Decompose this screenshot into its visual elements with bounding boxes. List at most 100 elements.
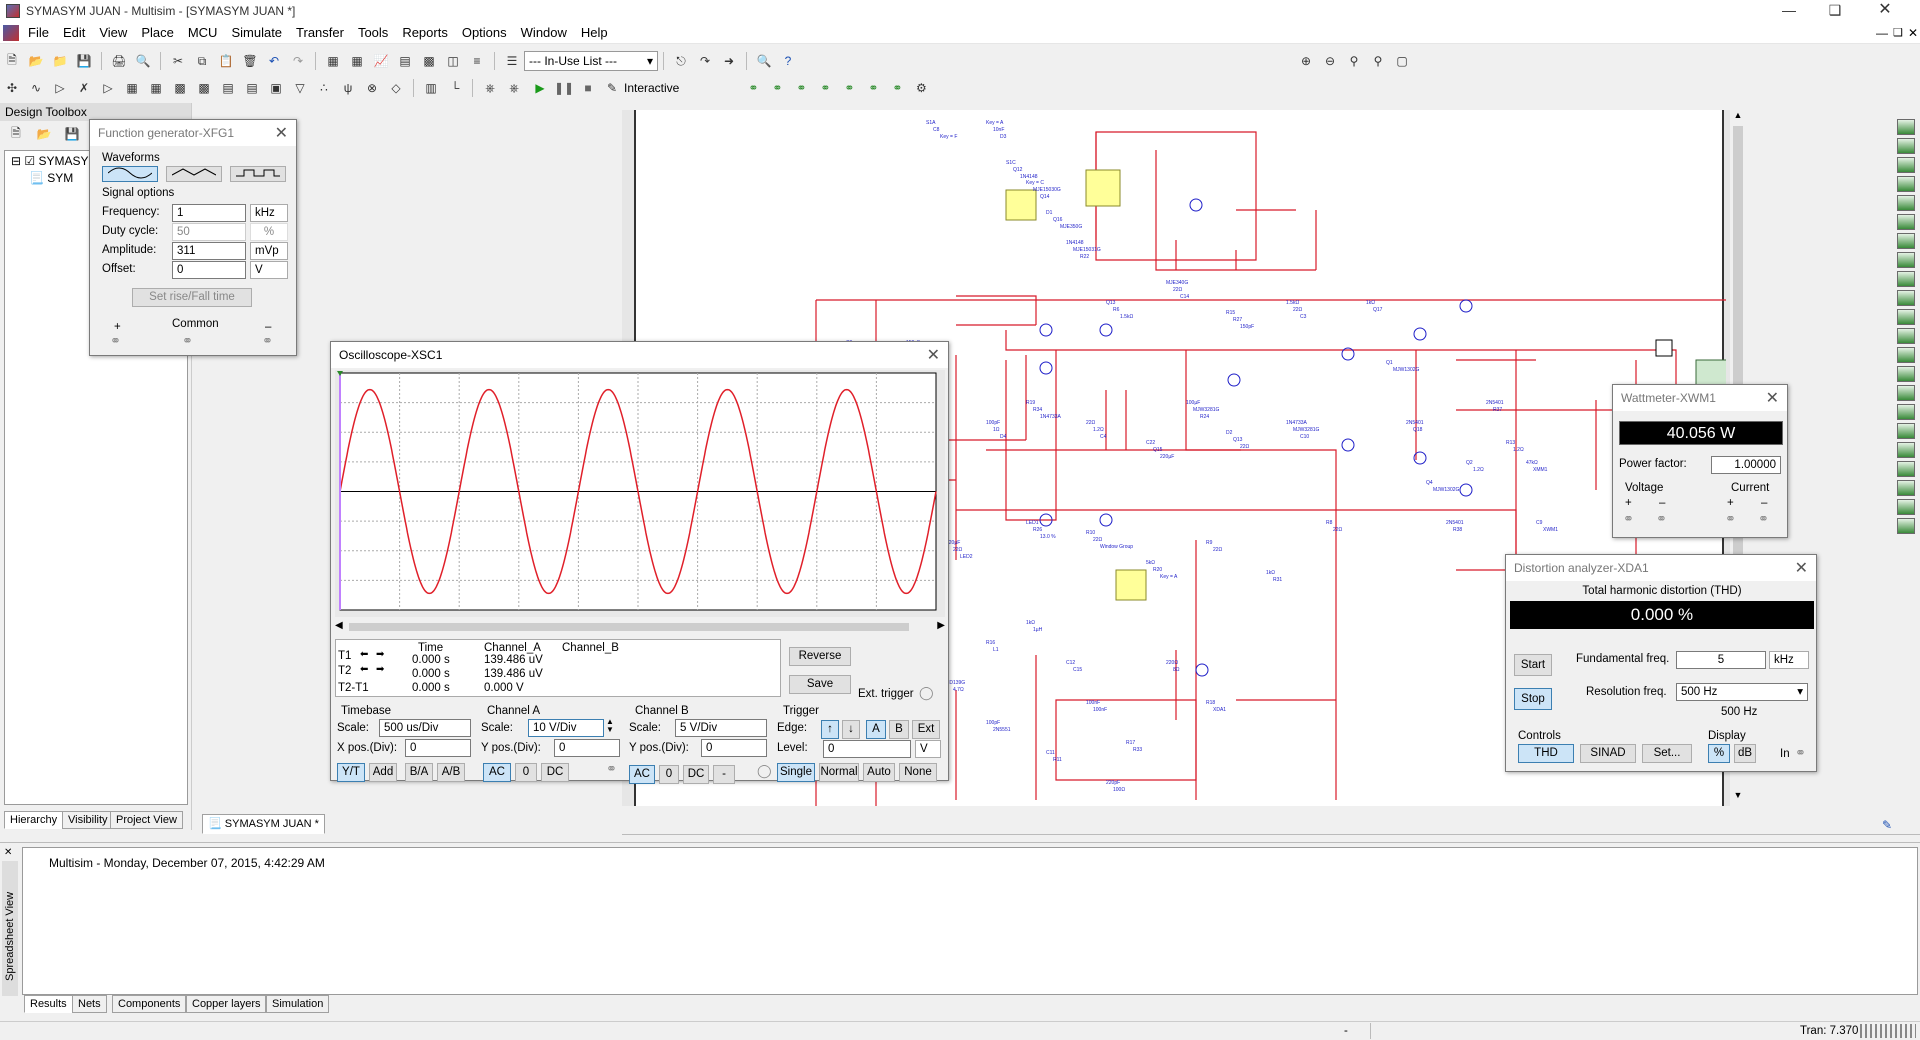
word-generator-icon[interactable] [1897, 252, 1915, 268]
set-rise-fall-button[interactable]: Set rise/Fall time [132, 288, 252, 307]
zoom-in-icon[interactable]: ⊕ [1300, 54, 1312, 68]
network-analyzer-icon[interactable] [1897, 366, 1915, 382]
diode-icon[interactable]: ▷ [55, 81, 65, 95]
measurement-probe-icon[interactable] [1897, 518, 1915, 534]
probe-settings-icon[interactable]: ⎈ [509, 80, 519, 95]
sinad-button[interactable]: SINAD [1580, 744, 1636, 763]
channel-a-scale-input[interactable]: 10 V/Div [528, 719, 604, 737]
mixed-icon[interactable]: ▤ [246, 81, 258, 95]
function-generator-titlebar[interactable]: Function generator-XFG1 ✕ [90, 120, 296, 146]
thd-button[interactable]: THD [1518, 744, 1574, 763]
wattmeter-titlebar[interactable]: Wattmeter-XWM1 ✕ [1613, 385, 1787, 411]
component-wizard-icon[interactable]: ▩ [423, 54, 435, 68]
elvis-icon[interactable] [1897, 499, 1915, 515]
timebase-scale-input[interactable]: 500 us/Div [379, 719, 471, 737]
save-design-icon[interactable]: 💾 [64, 127, 80, 141]
channel-b-zero-button[interactable]: 0 [659, 765, 679, 784]
channel-b-minus-button[interactable]: - [713, 765, 735, 784]
voltage-plus-terminal-icon[interactable]: ⚭ [1623, 511, 1634, 526]
channel-a-ypos-input[interactable]: 0 [554, 739, 620, 757]
add-button[interactable]: Add [369, 763, 397, 782]
fundamental-freq-unit[interactable]: kHz [1769, 651, 1809, 669]
grapher-icon[interactable]: 📈 [373, 54, 389, 68]
in-use-list-select[interactable]: --- In-Use List ---▾ [524, 51, 658, 71]
probe-extra-icon[interactable]: ⚭ [892, 81, 903, 95]
channel-b-terminal-icon[interactable]: ◯ [757, 763, 772, 778]
close-icon[interactable]: ✕ [1794, 560, 1808, 577]
duty-cycle-input[interactable]: 50 [172, 223, 246, 241]
normal-button[interactable]: Normal [819, 763, 859, 782]
labview-icon[interactable] [1897, 461, 1915, 477]
agilent-oscilloscope-icon[interactable] [1897, 423, 1915, 439]
scroll-left-icon[interactable]: ◀ [335, 620, 343, 631]
electromechanical-icon[interactable]: ⊗ [366, 81, 378, 95]
database-icon[interactable]: ◫ [447, 54, 459, 68]
current-minus-terminal-icon[interactable]: ⚭ [1758, 511, 1769, 526]
channel-a-scale-spinner-icon[interactable]: ▲▼ [606, 717, 614, 734]
iv-analyzer-icon[interactable] [1897, 309, 1915, 325]
trigger-level-input[interactable]: 0 [823, 740, 911, 758]
voltage-minus-terminal-icon[interactable]: ⚭ [1656, 511, 1667, 526]
a-over-b-button[interactable]: A/B [437, 763, 465, 782]
source-icon[interactable]: ✣ [6, 81, 18, 95]
annotation-icon[interactable]: ⎋ [676, 53, 686, 68]
save-button[interactable]: Save [789, 675, 851, 694]
plus-terminal-icon[interactable]: ⚭ [110, 333, 121, 348]
channel-a-zero-button[interactable]: 0 [515, 763, 537, 782]
scroll-up-icon[interactable]: ▲ [1733, 110, 1743, 120]
pause-icon[interactable]: ❚❚ [553, 81, 575, 95]
menu-file[interactable]: File [28, 24, 49, 40]
misc-digital-icon[interactable]: ▤ [222, 81, 234, 95]
mcu-icon[interactable]: ▩ [174, 81, 186, 95]
distortion-analyzer-icon[interactable] [1897, 328, 1915, 344]
channel-b-ypos-input[interactable]: 0 [701, 739, 767, 757]
oscilloscope-screen[interactable] [335, 370, 945, 617]
fullscreen-view-icon[interactable]: ▢ [1396, 54, 1408, 68]
probe-current-icon[interactable]: ⚭ [772, 81, 783, 95]
trigger-a-button[interactable]: A [866, 720, 886, 739]
probe-voltage-icon[interactable]: ⚭ [748, 81, 759, 95]
tab-simulation[interactable]: Simulation [266, 995, 330, 1013]
analog-icon[interactable]: ▷ [103, 81, 113, 95]
offset-input[interactable]: 0 [172, 261, 246, 279]
menu-reports[interactable]: Reports [402, 24, 448, 40]
current-plus-terminal-icon[interactable]: ⚭ [1725, 511, 1736, 526]
interactive-label[interactable]: Interactive [624, 81, 680, 95]
print-icon[interactable]: 🖨 [111, 54, 127, 68]
trigger-level-unit[interactable]: V [915, 740, 941, 758]
oscilloscope-icon[interactable] [1897, 176, 1915, 192]
four-channel-oscilloscope-icon[interactable] [1897, 195, 1915, 211]
tree-child[interactable]: 📃 SYM [29, 171, 74, 185]
open-design-icon[interactable]: 📂 [36, 127, 52, 141]
electrical-rules-icon[interactable]: ↷ [699, 54, 711, 68]
probe-settings-gear-icon[interactable]: ⚙ [915, 81, 927, 95]
tektronix-oscilloscope-icon[interactable] [1897, 442, 1915, 458]
tab-symasym-juan[interactable]: 📃 SYMASYM JUAN * [202, 814, 325, 834]
menu-edit[interactable]: Edit [62, 24, 86, 40]
close-icon[interactable]: ✕ [926, 347, 940, 364]
auto-button[interactable]: Auto [863, 763, 895, 782]
ttl-icon[interactable]: ▦ [126, 81, 138, 95]
channel-b-scale-input[interactable]: 5 V/Div [675, 719, 767, 737]
screen-hscroll[interactable]: ◀ ▶ [335, 620, 945, 634]
tab-project-view[interactable]: Project View [110, 811, 183, 829]
restore-icon[interactable]: ❑ [1828, 2, 1842, 18]
square-wave-button[interactable] [230, 166, 286, 182]
close-icon[interactable]: ✕ [1878, 1, 1892, 18]
redo-icon[interactable]: ↷ [292, 54, 304, 68]
menu-window[interactable]: Window [520, 24, 567, 40]
save-icon[interactable]: 💾 [76, 54, 92, 68]
agilent-generator-icon[interactable] [1897, 385, 1915, 401]
ext-trigger-terminal-icon[interactable]: ◯ [919, 685, 934, 700]
close-icon[interactable]: ✕ [274, 125, 288, 142]
workspace-menu-icon[interactable]: ✎ [1882, 818, 1893, 832]
cmos-icon[interactable]: ▦ [150, 81, 162, 95]
print-preview-icon[interactable]: 🔍 [135, 54, 151, 68]
current-probe-icon[interactable] [1897, 480, 1915, 496]
ni-components-icon[interactable]: ◇ [391, 81, 401, 95]
bus-icon[interactable]: └ [450, 81, 460, 95]
bode-plotter-icon[interactable] [1897, 214, 1915, 230]
triangle-wave-button[interactable] [166, 166, 222, 182]
yt-button[interactable]: Y/T [337, 763, 365, 782]
set-button[interactable]: Set... [1642, 744, 1692, 763]
